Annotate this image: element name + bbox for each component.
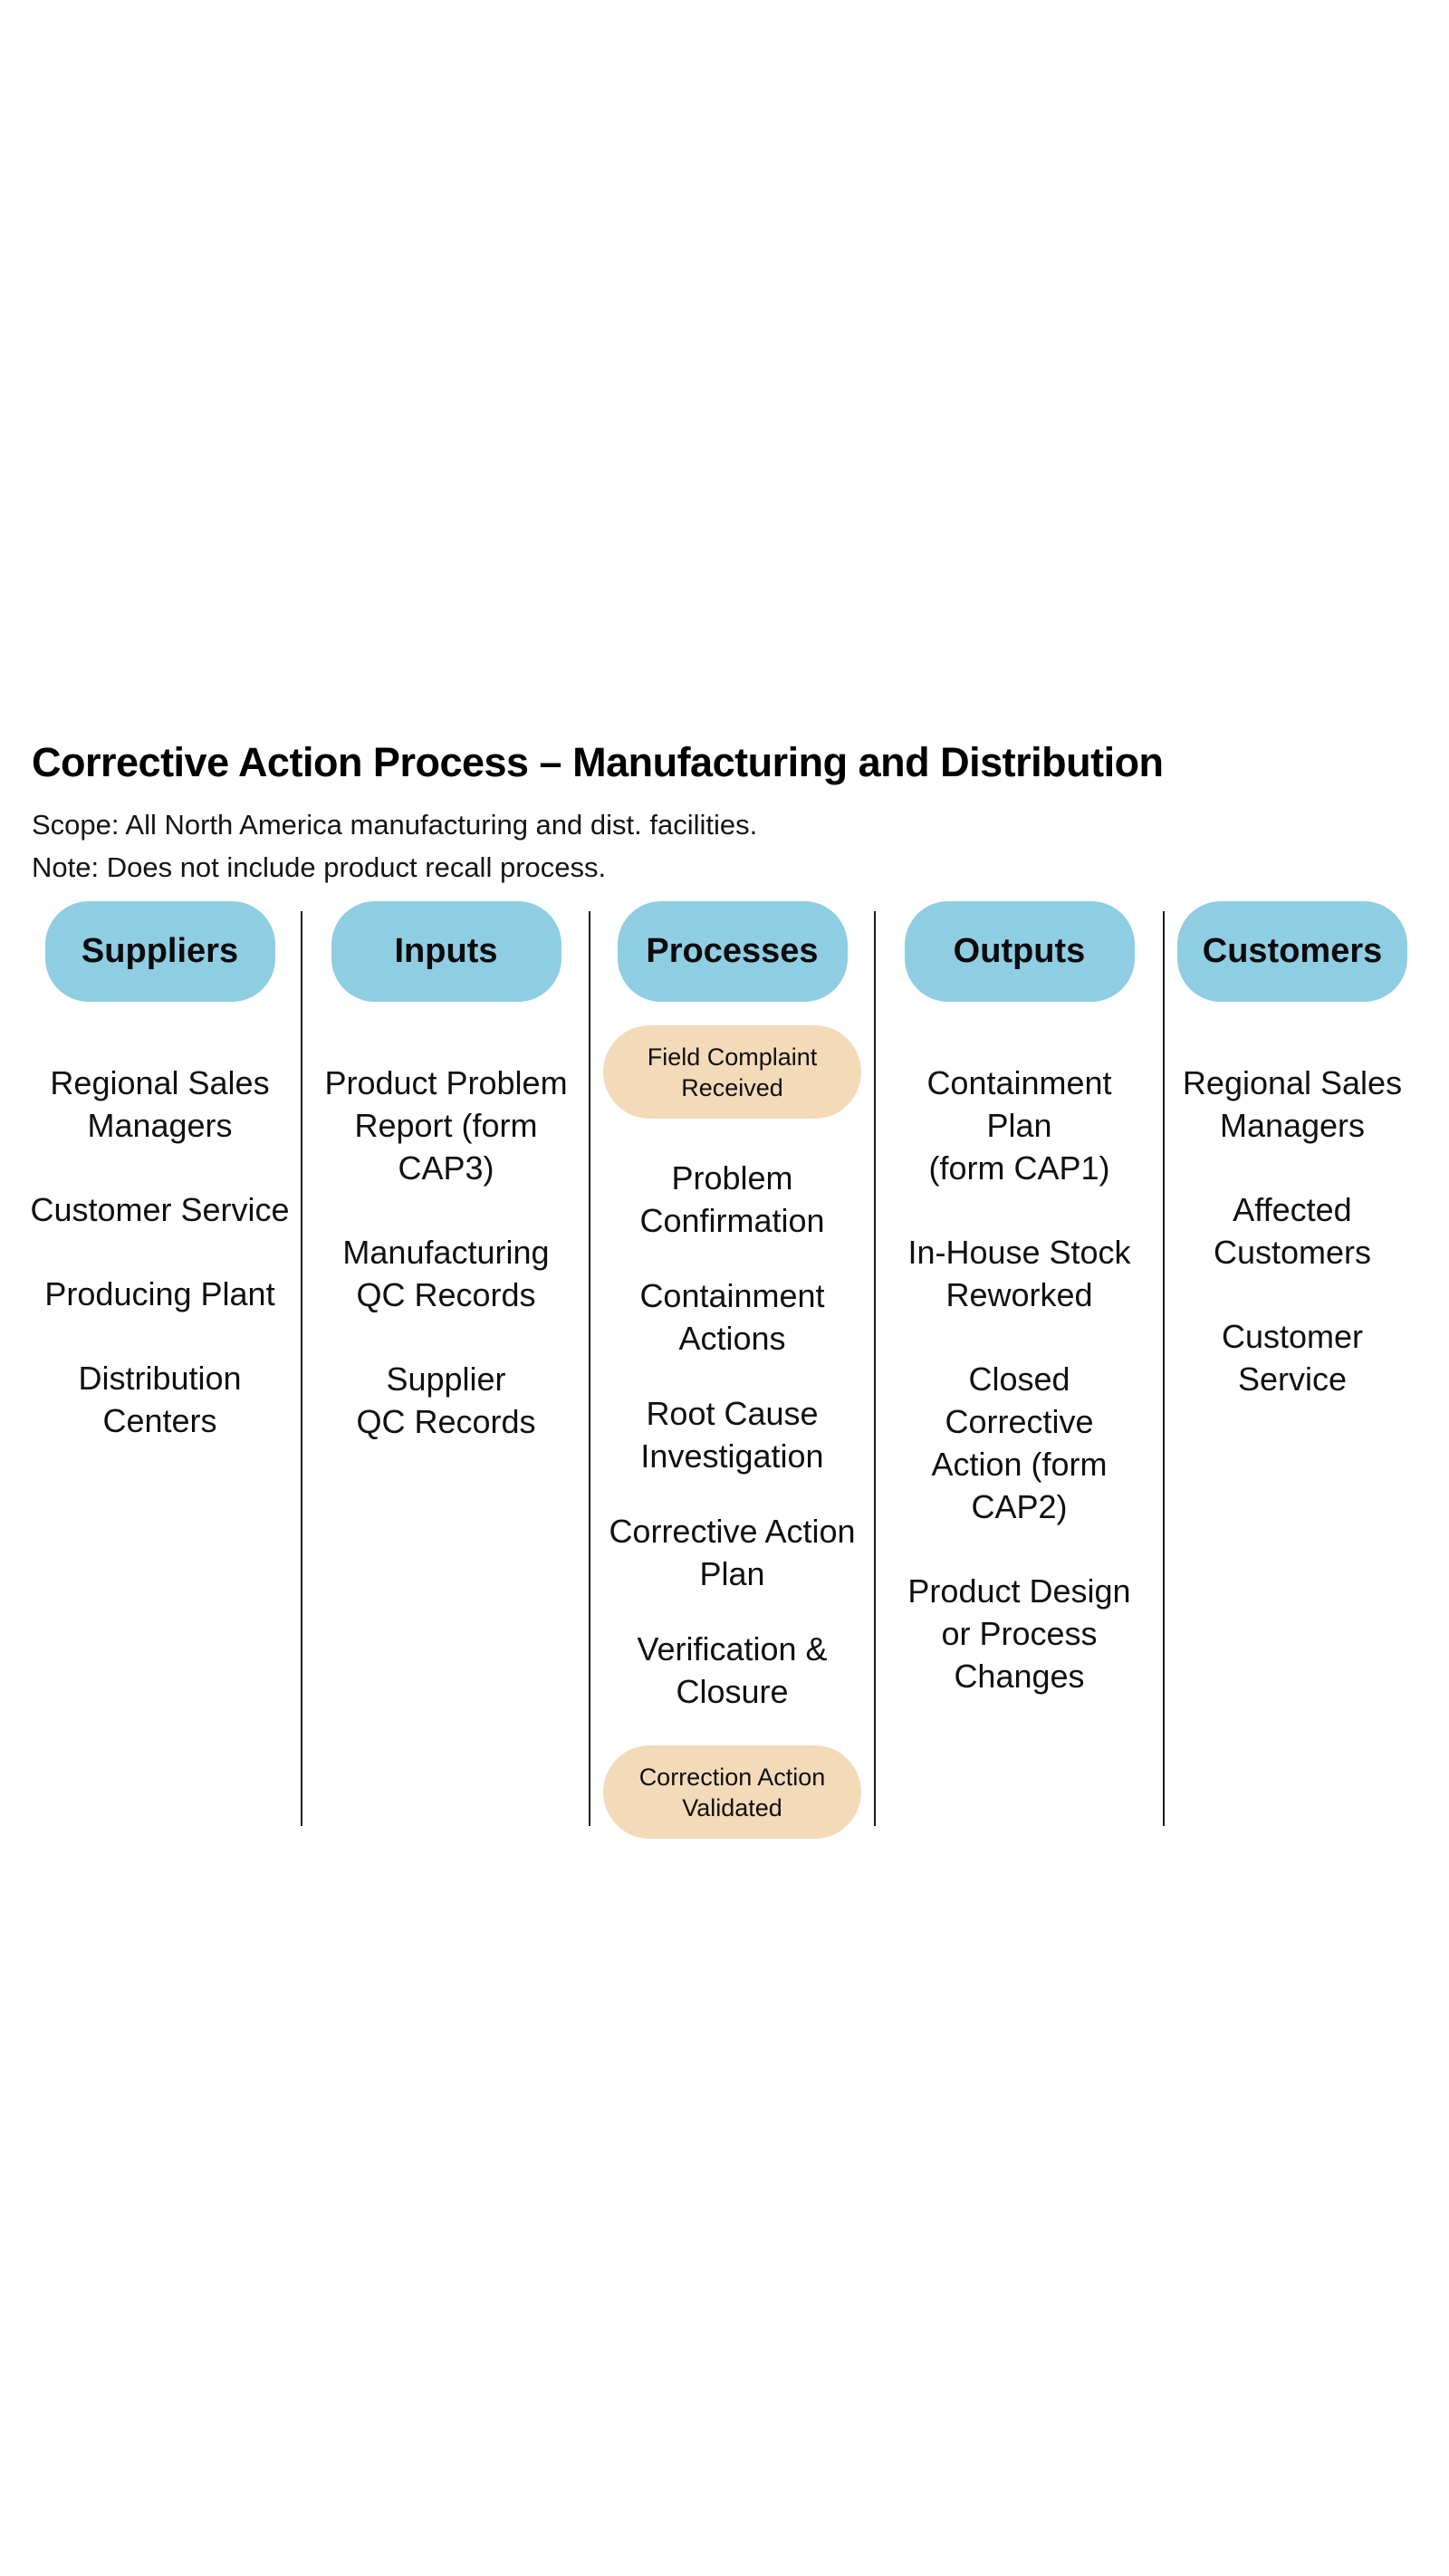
note-text: Note: Does not include product recall pr…	[32, 851, 607, 883]
column-inputs: Inputs Product Problem Report (form CAP3…	[303, 901, 589, 1485]
list-item: Producing Plant	[44, 1275, 275, 1312]
scope-text: Scope: All North America manufacturing a…	[32, 809, 758, 841]
column-suppliers: Suppliers Regional Sales Managers Custom…	[18, 901, 302, 1484]
list-item: Containment Actions	[639, 1277, 825, 1357]
column-outputs: Outputs Containment Plan (form CAP1) In-…	[876, 901, 1163, 1739]
list-item: Closed Corrective Action (form CAP2)	[931, 1360, 1108, 1525]
list-item: Regional Sales Managers	[1182, 1064, 1403, 1144]
list-item: Affected Customers	[1213, 1191, 1372, 1271]
list-item: Customer Service	[30, 1191, 290, 1228]
column-header-inputs: Inputs	[331, 901, 561, 1002]
process-start-pill: Field Complaint Received	[603, 1025, 861, 1119]
list-item: Containment Plan (form CAP1)	[926, 1064, 1112, 1187]
column-customers: Customers Regional Sales Managers Affect…	[1165, 901, 1420, 1442]
list-item: Manufacturing QC Records	[342, 1234, 550, 1313]
column-header-suppliers: Suppliers	[44, 901, 275, 1002]
column-header-customers: Customers	[1177, 901, 1407, 1002]
list-item: Supplier QC Records	[356, 1360, 536, 1440]
column-processes: Processes Field Complaint Received Probl…	[590, 901, 874, 1839]
column-divider	[1163, 911, 1165, 1826]
page-title: Corrective Action Process – Manufacturin…	[32, 739, 1164, 785]
list-item: Root Cause Investigation	[640, 1395, 824, 1475]
list-item: Corrective Action Plan	[609, 1513, 856, 1592]
column-header-outputs: Outputs	[904, 901, 1135, 1002]
column-header-processes: Processes	[617, 901, 848, 1002]
list-item: Product Design or Process Changes	[907, 1572, 1131, 1695]
list-item: Regional Sales Managers	[50, 1064, 270, 1144]
list-item: In-House Stock Reworked	[907, 1234, 1131, 1313]
list-item: Problem Confirmation	[639, 1159, 825, 1239]
list-item: Verification & Closure	[637, 1630, 828, 1710]
list-item: Distribution Centers	[78, 1360, 242, 1439]
process-end-pill: Correction Action Validated	[603, 1745, 861, 1839]
column-divider	[301, 911, 302, 1826]
column-divider	[589, 911, 590, 1826]
list-item: Customer Service	[1221, 1318, 1364, 1398]
column-divider	[874, 911, 876, 1826]
list-item: Product Problem Report (form CAP3)	[324, 1064, 568, 1187]
